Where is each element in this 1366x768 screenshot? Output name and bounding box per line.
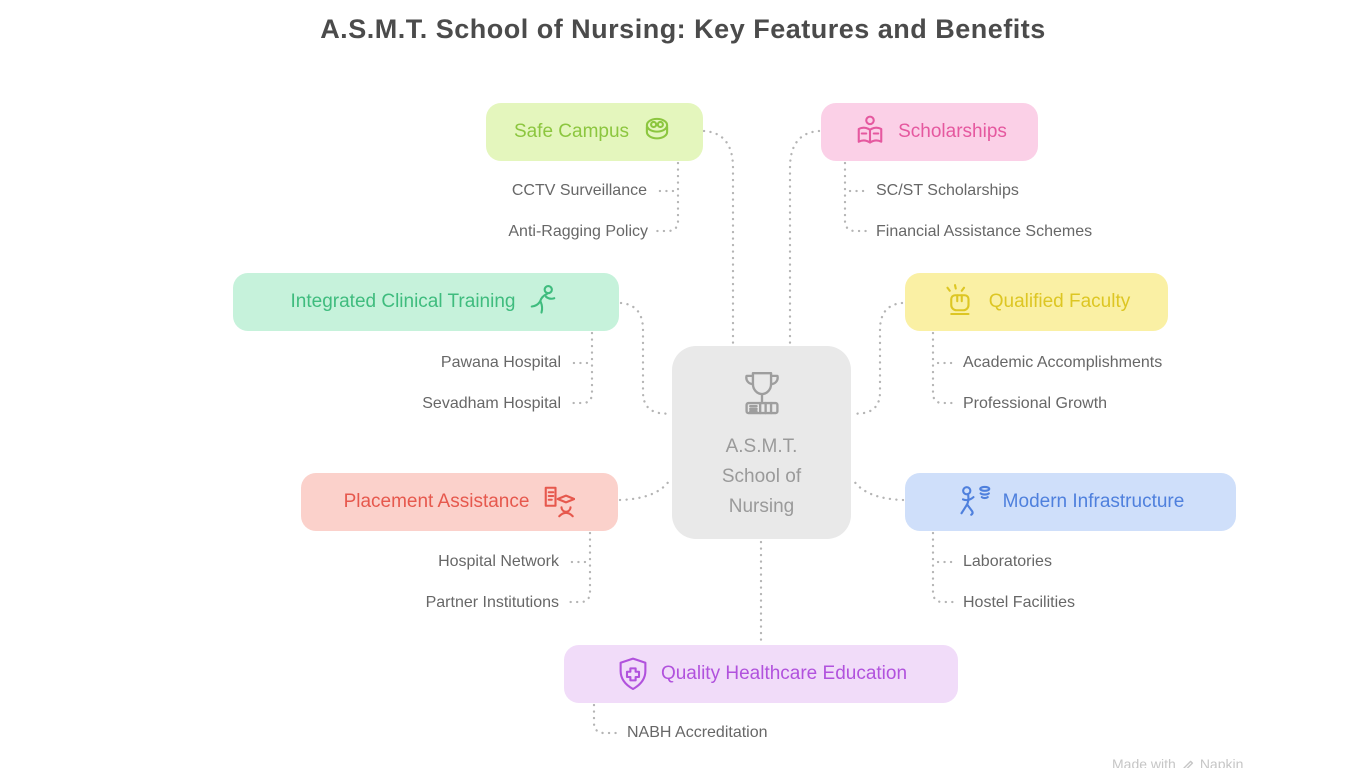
connector-ict-children — [570, 331, 594, 405]
central-node-label-line1: A.S.M.T. — [725, 435, 798, 457]
connector-safe-campus-children — [654, 161, 680, 233]
central-node: A.S.M.T. School of Nursing — [672, 346, 851, 539]
child-label-academic-accomplishments: Academic Accomplishments — [963, 354, 1163, 371]
shield-medical-cross-icon — [615, 656, 651, 692]
node-safe-campus-label: Safe Campus — [513, 121, 630, 142]
connector-scholarships-children — [843, 161, 869, 233]
graduate-with-document-icon — [539, 484, 576, 520]
child-label-hospital-network: Hospital Network — [438, 553, 559, 570]
node-safe-campus: Safe Campus — [486, 103, 703, 161]
connector-qf-children — [931, 331, 955, 405]
raised-fist-icon — [943, 284, 979, 320]
node-scholarships-label: Scholarships — [898, 121, 1007, 142]
child-label-partner-institutions: Partner Institutions — [425, 594, 559, 611]
connector-safe-campus-main — [702, 129, 735, 346]
central-node-label-line2: School of — [721, 465, 802, 487]
node-placement-assistance: Placement Assistance — [301, 473, 618, 531]
connector-ict-main — [619, 301, 672, 416]
node-qualified-faculty-label: Qualified Faculty — [988, 291, 1131, 312]
child-label-sc-st-scholarships: SC/ST Scholarships — [876, 182, 1019, 199]
watermark-text: Made with — [1112, 756, 1176, 768]
child-label-hostel-facilities: Hostel Facilities — [963, 594, 1076, 611]
central-node-label-line3: Nursing — [728, 495, 795, 517]
pen-icon — [1181, 757, 1195, 768]
coins-stack-icon — [639, 114, 675, 150]
node-quality-healthcare-education: Quality Healthcare Education — [564, 645, 958, 703]
child-label-nabh-accreditation: NABH Accreditation — [627, 724, 768, 741]
child-label-financial-assistance-schemes: Financial Assistance Schemes — [876, 223, 1093, 240]
child-label-anti-ragging-policy: Anti-Ragging Policy — [508, 223, 648, 240]
child-label-laboratories: Laboratories — [963, 553, 1052, 570]
person-reading-book-icon — [852, 114, 888, 150]
diagram-title: A.S.M.T. School of Nursing: Key Features… — [320, 14, 1046, 44]
connector-qf-main — [851, 301, 904, 416]
trophy-on-books-icon — [733, 365, 791, 423]
node-placement-assistance-label: Placement Assistance — [343, 491, 530, 512]
connector-placement-children — [568, 531, 592, 604]
child-label-pawana-hospital: Pawana Hospital — [440, 354, 561, 371]
napkin-watermark[interactable]: Made with Napkin — [1112, 756, 1243, 768]
connector-modern-children — [931, 531, 955, 604]
watermark-brand: Napkin — [1199, 756, 1244, 768]
connector-scholarships-main — [788, 129, 821, 346]
node-modern-infrastructure: Modern Infrastructure — [905, 473, 1236, 531]
connector-qhe-children — [592, 703, 621, 735]
connector-modern-main — [850, 476, 905, 502]
child-label-cctv-surveillance: CCTV Surveillance — [511, 182, 647, 199]
connector-placement-main — [618, 476, 673, 502]
node-scholarships: Scholarships — [821, 103, 1038, 161]
node-quality-healthcare-education-label: Quality Healthcare Education — [660, 663, 908, 684]
node-qualified-faculty: Qualified Faculty — [905, 273, 1168, 331]
child-label-professional-growth: Professional Growth — [963, 395, 1108, 412]
running-person-icon — [525, 284, 561, 320]
node-integrated-clinical-training: Integrated Clinical Training — [233, 273, 619, 331]
child-label-sevadham-hospital: Sevadham Hospital — [422, 395, 561, 412]
person-with-layers-icon — [957, 484, 993, 520]
node-modern-infrastructure-label: Modern Infrastructure — [1002, 491, 1185, 512]
node-integrated-clinical-training-label: Integrated Clinical Training — [290, 291, 516, 312]
